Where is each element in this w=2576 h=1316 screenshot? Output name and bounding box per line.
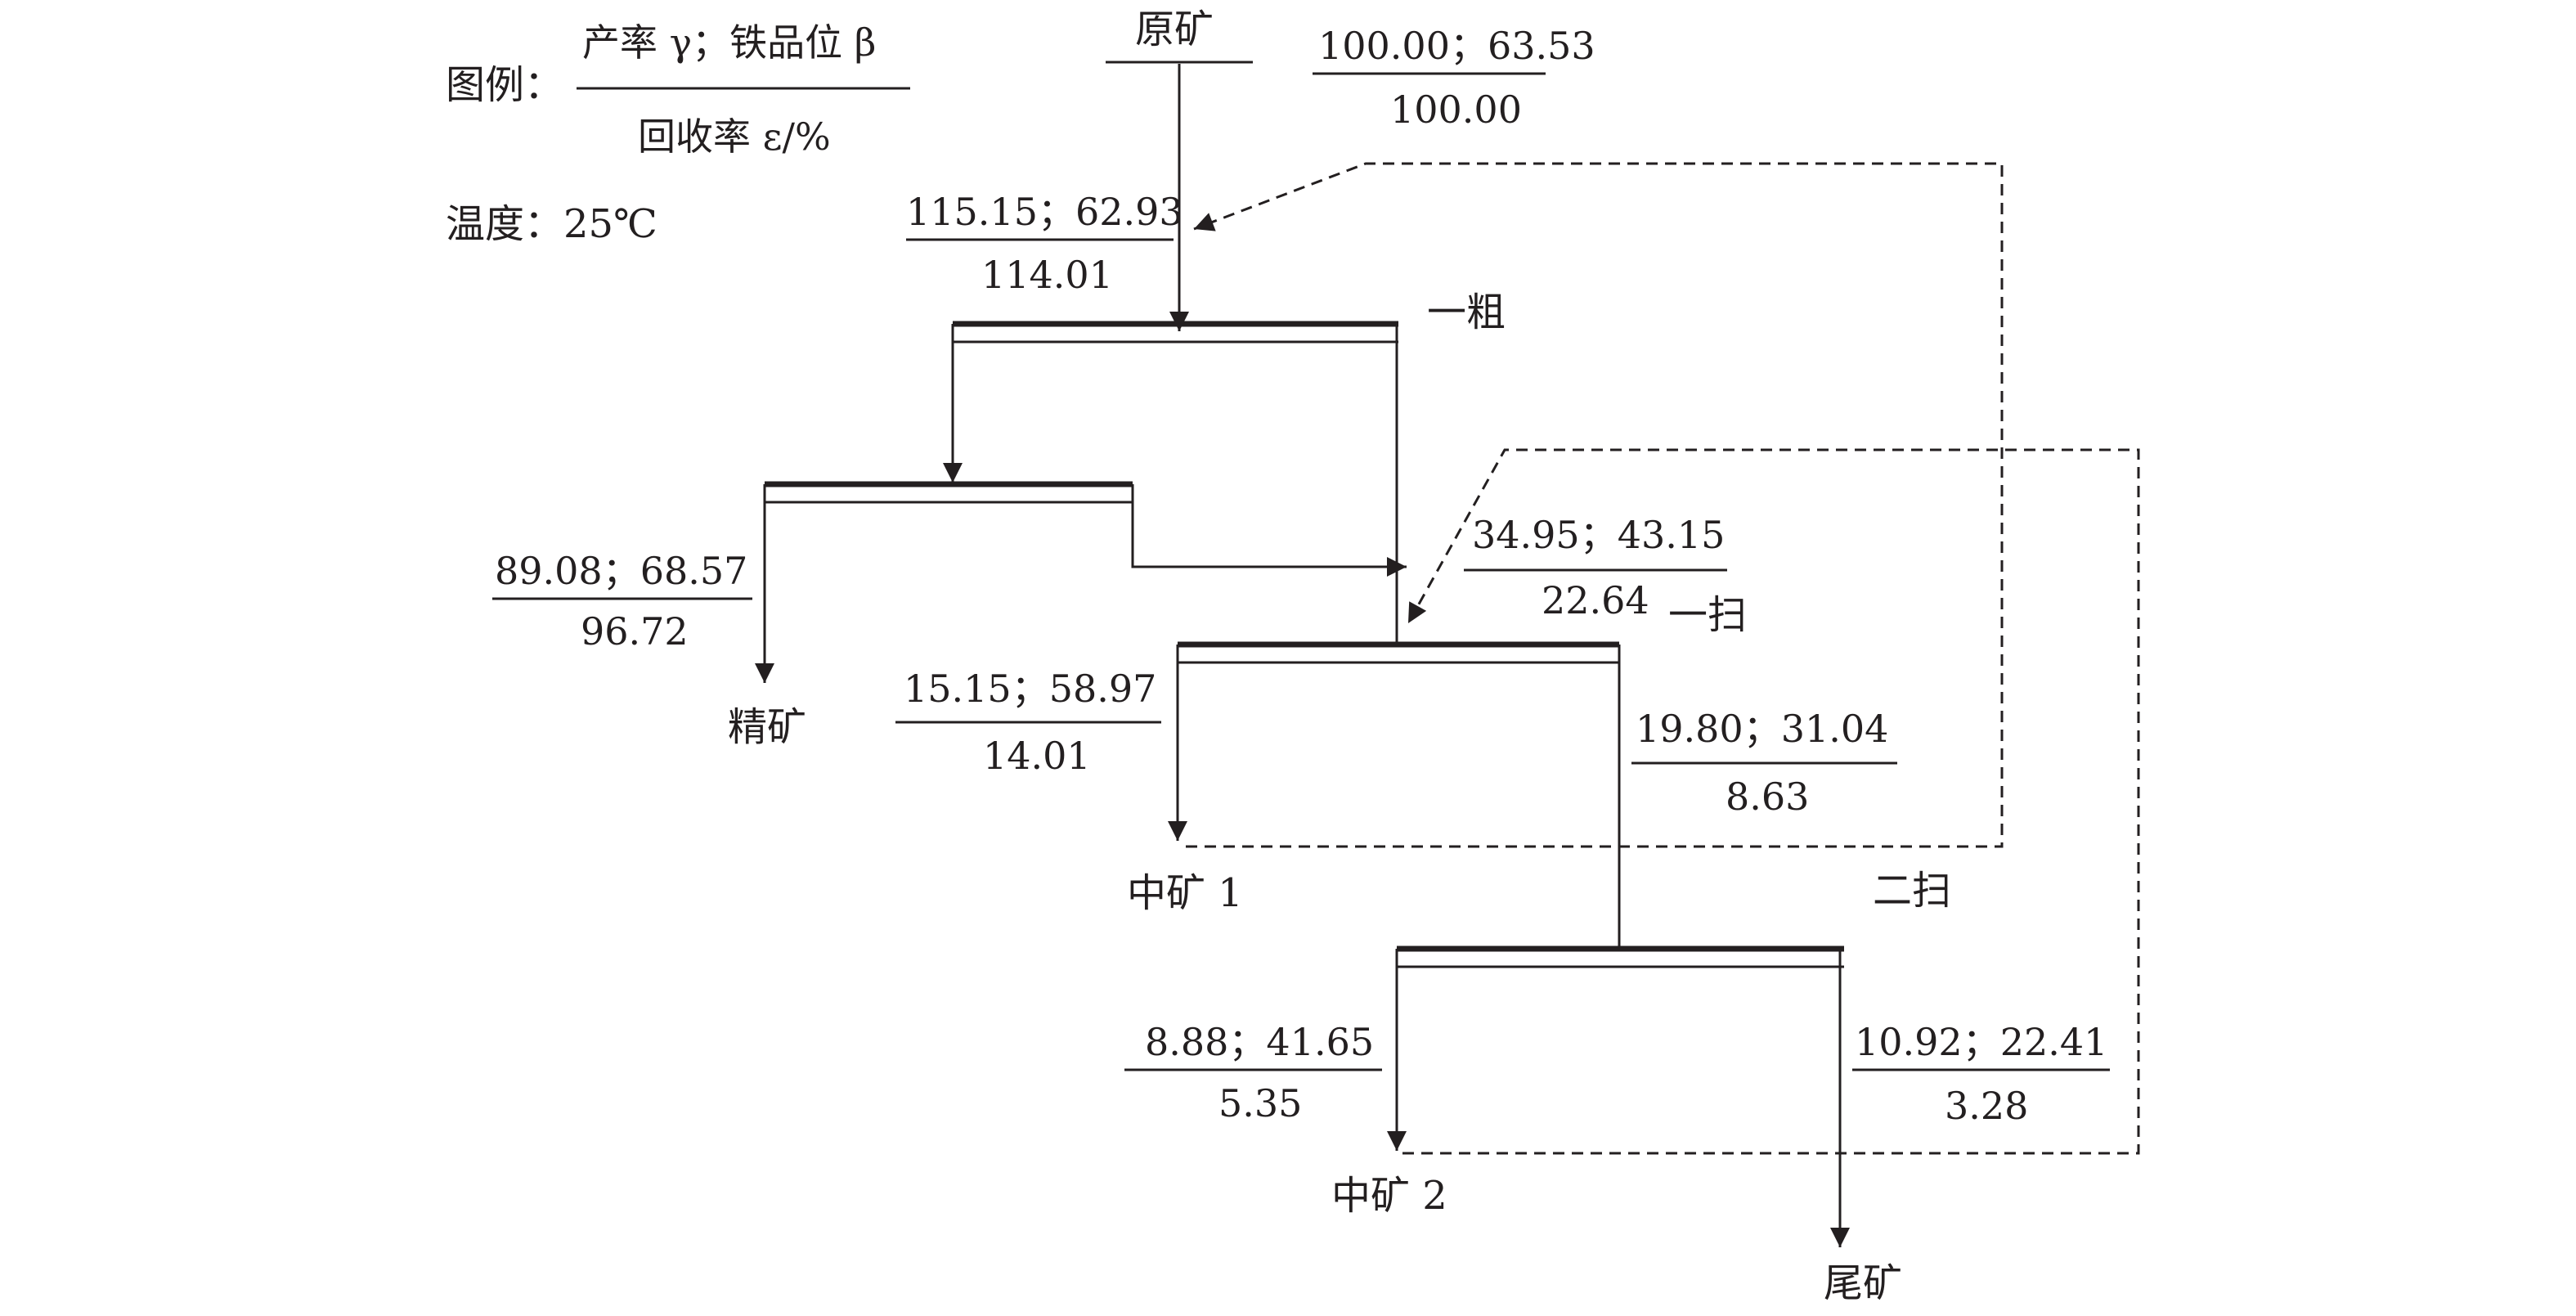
legend-temperature: 温度：25℃ [446, 201, 657, 247]
stream-concentrate-top: 89.08；68.57 [495, 549, 747, 593]
legend-prefix: 图例： [446, 62, 563, 108]
legend-numerator: 产率 γ；铁品位 β [582, 20, 876, 65]
stream-middling1-bottom: 14.01 [983, 734, 1091, 778]
label-middling1: 中矿 1 [1127, 870, 1243, 916]
stream-rougher-feed-bottom: 114.01 [981, 253, 1113, 297]
stream-middling2-bottom: 5.35 [1218, 1081, 1302, 1125]
stream-scav1-feed-top: 34.95；43.15 [1472, 513, 1725, 557]
stream-tailings-top: 10.92；22.41 [1855, 1020, 2107, 1064]
recycle-middling2-to-scavenger1 [1402, 448, 2140, 1155]
stream-raw-ore-bottom: 100.00 [1390, 88, 1522, 132]
label-scavenger2: 二扫 [1873, 868, 1951, 914]
stream-tailings-bottom: 3.28 [1945, 1084, 2028, 1128]
stream-scav1-tail-bottom: 8.63 [1726, 775, 1809, 819]
label-middling2: 中矿 2 [1331, 1173, 1447, 1219]
label-tailings: 尾矿 [1824, 1260, 1902, 1306]
stream-middling2-top: 8.88；41.65 [1145, 1020, 1374, 1064]
stream-middling1-top: 15.15；58.97 [904, 667, 1156, 711]
label-rougher: 一粗 [1427, 290, 1506, 335]
stream-concentrate-bottom: 96.72 [581, 609, 689, 654]
arrow-cleaner-tail [1131, 484, 1407, 577]
stream-scav1-tail-top: 19.80；31.04 [1636, 707, 1888, 751]
label-scavenger1: 一扫 [1668, 592, 1747, 638]
legend-denominator: 回收率 ε/% [638, 115, 831, 159]
label-raw-ore: 原矿 [1135, 7, 1214, 52]
stream-scav1-feed-bottom: 22.64 [1542, 578, 1649, 622]
stream-rougher-feed-top: 115.15；62.93 [906, 190, 1183, 234]
label-concentrate: 精矿 [728, 704, 806, 750]
stream-raw-ore-top: 100.00；63.53 [1318, 24, 1595, 68]
